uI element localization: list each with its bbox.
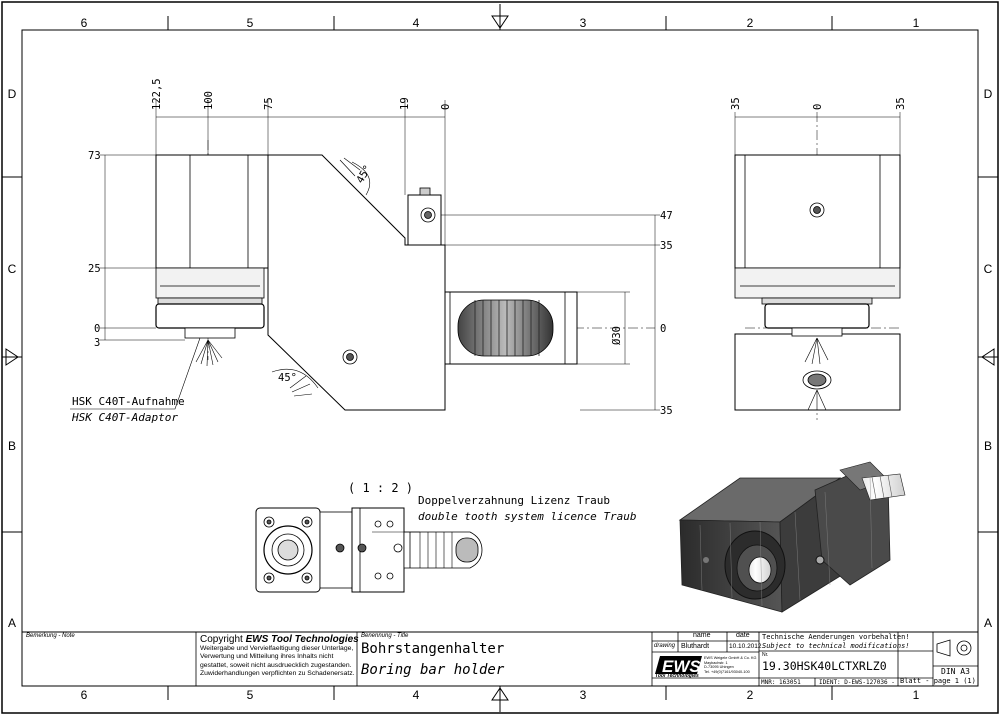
zone-left-c: C bbox=[8, 262, 17, 276]
zone-right-b: B bbox=[984, 439, 992, 453]
side-dim-35-left: 35 bbox=[730, 97, 742, 110]
title-block-lines bbox=[22, 631, 978, 686]
zone-right-d: D bbox=[984, 87, 993, 101]
detail-scale: ( 1 : 2 ) bbox=[348, 481, 413, 495]
side-view bbox=[734, 112, 901, 420]
detail-note-en: double tooth system licence Traub bbox=[418, 510, 637, 523]
side-dim-0: 0 bbox=[812, 104, 824, 110]
dim-3: 3 bbox=[94, 337, 100, 349]
front-view bbox=[70, 100, 900, 411]
center-markers bbox=[2, 4, 995, 712]
zone-right-c: C bbox=[984, 262, 993, 276]
zone-left-a: A bbox=[8, 616, 16, 630]
label-adapter-en: HSK C40T-Adaptor bbox=[71, 411, 178, 424]
zone-right-a: A bbox=[984, 616, 992, 630]
zone-top-6: 6 bbox=[81, 16, 88, 30]
dim-0-top: 0 bbox=[440, 104, 452, 110]
dim-73: 73 bbox=[88, 150, 101, 162]
zone-left-d: D bbox=[8, 87, 17, 101]
detail-view bbox=[255, 507, 483, 593]
isometric-3d-view bbox=[678, 461, 906, 613]
zone-bottom-4: 4 bbox=[413, 688, 420, 702]
detail-note-de: Doppelverzahnung Lizenz Traub bbox=[418, 494, 610, 507]
side-view-dims: 35 0 35 bbox=[730, 97, 907, 110]
dim-122-5: 122,5 bbox=[151, 78, 163, 110]
angle-bottom: 45° bbox=[278, 372, 297, 384]
ews-logo: EWS bbox=[655, 656, 702, 676]
angle-top: 45° bbox=[354, 163, 374, 185]
dim-47: 47 bbox=[660, 210, 673, 222]
dim-35-top: 35 bbox=[660, 240, 673, 252]
iso-shank bbox=[861, 473, 906, 501]
zone-bottom-6: 6 bbox=[81, 688, 88, 702]
label-adapter-de: HSK C40T-Aufnahme bbox=[72, 395, 185, 408]
zone-bottom-1: 1 bbox=[913, 688, 920, 702]
zone-bottom-5: 5 bbox=[247, 688, 254, 702]
zone-top-3: 3 bbox=[580, 16, 587, 30]
dim-25: 25 bbox=[88, 263, 101, 275]
dim-0-right: 0 bbox=[660, 323, 666, 335]
dim-diameter-30: Ø30 bbox=[611, 326, 623, 345]
dim-100: 100 bbox=[203, 91, 215, 110]
zone-top-2: 2 bbox=[747, 16, 754, 30]
zone-bottom-2: 2 bbox=[747, 688, 754, 702]
logo-text: EWS bbox=[662, 657, 701, 676]
detail-notes: ( 1 : 2 ) Doppelverzahnung Lizenz Traub … bbox=[348, 481, 637, 523]
zone-top-1: 1 bbox=[913, 16, 920, 30]
zone-labels: 6 5 4 3 2 1 6 5 4 3 2 1 D C B A D C B A bbox=[8, 16, 993, 702]
dim-75: 75 bbox=[263, 97, 275, 110]
zone-left-b: B bbox=[8, 439, 16, 453]
dim-19: 19 bbox=[399, 97, 411, 110]
zone-top-5: 5 bbox=[247, 16, 254, 30]
side-dim-35-right: 35 bbox=[895, 97, 907, 110]
dim-35-bottom: 35 bbox=[660, 405, 673, 417]
zone-bottom-3: 3 bbox=[580, 688, 587, 702]
zone-top-4: 4 bbox=[413, 16, 420, 30]
dim-0-left: 0 bbox=[94, 323, 100, 335]
